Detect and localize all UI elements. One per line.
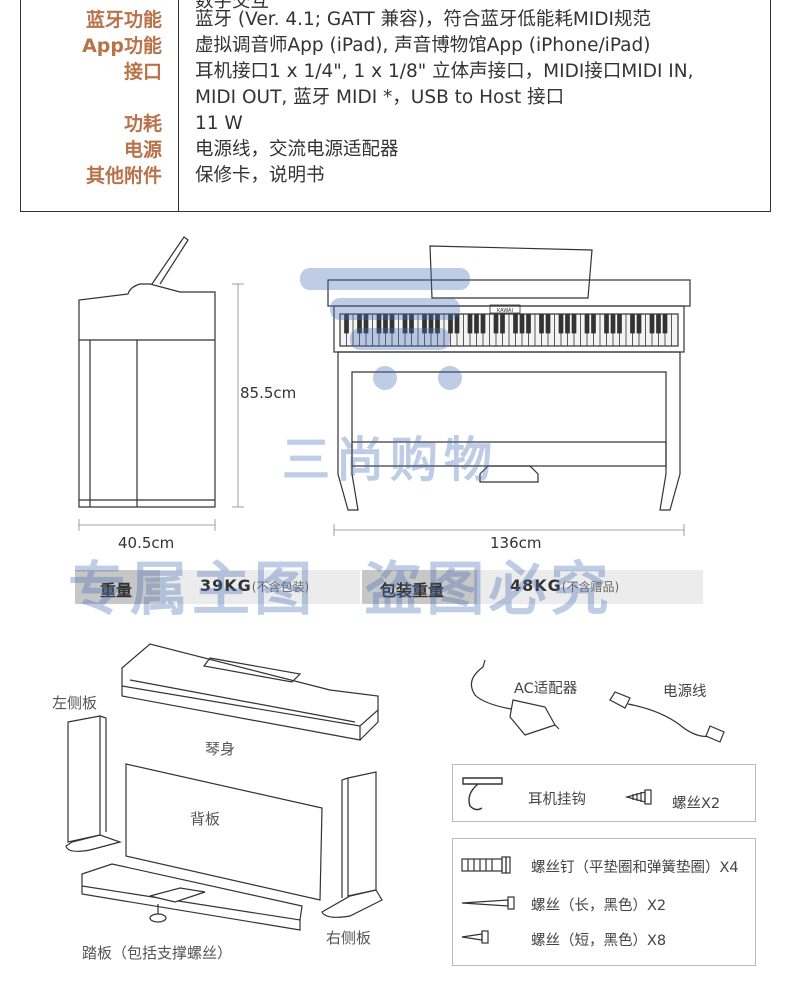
part-pedal: 踏板（包括支撑螺丝） xyxy=(82,944,233,962)
spec-value: 虚拟调音师App (iPad), 声音博物馆App (iPhone/iPad) xyxy=(195,35,651,56)
net-weight-label: 重量 xyxy=(100,581,133,600)
black-key xyxy=(493,313,499,334)
spec-key: 其他附件 xyxy=(85,165,162,187)
weight-bar: 重量 39KG(不含包装) 包装重量 48KG(不含赠品) xyxy=(75,570,703,604)
net-weight-note: (不含包装) xyxy=(251,580,310,594)
black-key xyxy=(474,313,479,334)
piano-parts-illustration xyxy=(65,643,383,931)
black-key xyxy=(513,313,518,334)
part-back-panel: 背板 xyxy=(190,810,221,828)
headphone-hook-label: 耳机挂钩 xyxy=(528,792,586,808)
black-key xyxy=(558,313,564,334)
black-key xyxy=(539,313,544,334)
spec-value: 保修卡，说明书 xyxy=(195,165,325,186)
black-key xyxy=(545,313,551,334)
spec-value: 11 W xyxy=(195,113,243,134)
watermark-text: 专属主图 盗图必究 xyxy=(68,555,613,623)
black-key xyxy=(409,313,414,334)
black-key xyxy=(357,313,362,334)
headphone-hook-icon xyxy=(462,777,503,811)
gross-weight-note: (不含赠品) xyxy=(561,580,620,594)
screws-box xyxy=(452,838,756,966)
piano-side-view xyxy=(78,236,244,531)
black-key xyxy=(649,313,655,334)
ac-adapter-icon xyxy=(470,659,560,736)
black-key xyxy=(630,313,635,334)
black-key xyxy=(526,313,531,334)
net-weight-value: 39KG(不含包装) xyxy=(200,576,309,595)
black-key xyxy=(636,313,642,334)
black-key xyxy=(584,313,590,334)
black-key xyxy=(662,313,668,334)
black-key xyxy=(610,313,616,334)
ac-adapter-label: AC适配器 xyxy=(514,681,578,697)
watermark-logo xyxy=(300,268,470,390)
screw-short-icon xyxy=(461,930,489,944)
weight-value-bg xyxy=(160,570,360,604)
headphone-hook-box xyxy=(452,764,756,822)
power-cord-label: 电源线 xyxy=(663,684,707,700)
spec-key: 蓝牙功能 xyxy=(85,9,162,31)
black-key xyxy=(363,313,369,334)
brand-plate: KAWAI xyxy=(497,308,513,314)
black-key xyxy=(383,313,388,334)
height-dimension: 85.5cm xyxy=(240,384,297,402)
power-cord-icon xyxy=(609,691,725,743)
spec-table: 数字交互 蓝牙功能 蓝牙 (Ver. 4.1; GATT 兼容)，符合蓝牙低能耗… xyxy=(20,0,771,212)
black-key xyxy=(467,313,473,334)
spec-value: 耳机接口1 x 1/4", 1 x 1/8" 立体声接口，MIDI接口MIDI … xyxy=(195,61,694,82)
hook-screw-icon xyxy=(625,789,652,805)
spec-value: MIDI OUT, 蓝牙 MIDI *，USB to Host 接口 xyxy=(195,87,565,108)
screw-washer-icon xyxy=(461,856,511,874)
watermark-brand: 三尚购物 xyxy=(282,432,499,488)
black-key xyxy=(428,313,434,334)
hook-screw-label: 螺丝X2 xyxy=(672,796,721,812)
part-left-panel: 左侧板 xyxy=(52,694,98,712)
black-key xyxy=(402,313,408,334)
spec-key: App功能 xyxy=(82,35,162,57)
gross-weight-value: 48KG(不含赠品) xyxy=(510,576,619,595)
gross-weight-number: 48KG xyxy=(510,576,562,595)
black-key xyxy=(376,313,382,334)
black-key xyxy=(591,313,596,334)
part-body: 琴身 xyxy=(205,740,236,758)
black-key xyxy=(571,313,577,334)
screw-short-label: 螺丝（短，黑色）X8 xyxy=(531,933,667,949)
black-key xyxy=(389,313,395,334)
black-key xyxy=(454,313,460,334)
spec-key: 接口 xyxy=(123,61,162,83)
black-key xyxy=(565,313,570,334)
black-key xyxy=(656,313,661,334)
gross-weight-label: 包装重量 xyxy=(380,581,445,600)
black-key xyxy=(422,313,427,334)
gross-label-bg xyxy=(362,570,477,604)
depth-dimension: 40.5cm xyxy=(118,534,175,552)
screw-long-icon xyxy=(461,896,515,910)
black-key xyxy=(344,313,349,334)
spec-value: 电源线，交流电源适配器 xyxy=(195,139,399,160)
weight-label-bg xyxy=(75,570,160,604)
black-key xyxy=(448,313,453,334)
net-weight-number: 39KG xyxy=(200,576,252,595)
black-key xyxy=(519,313,525,334)
screw-washer-label: 螺丝钉（平垫圈和弹簧垫圈）X4 xyxy=(531,860,739,876)
screw-long-label: 螺丝（长，黑色）X2 xyxy=(531,898,667,914)
black-key xyxy=(480,313,486,334)
black-key xyxy=(617,313,622,334)
gross-value-bg xyxy=(477,570,703,604)
black-key xyxy=(435,313,440,334)
piano-front-view: KAWAI xyxy=(327,245,691,536)
black-key xyxy=(500,313,505,334)
spec-key: 功耗 xyxy=(123,113,162,135)
spec-table-divider xyxy=(178,0,179,211)
spec-value: 蓝牙 (Ver. 4.1; GATT 兼容)，符合蓝牙低能耗MIDI规范 xyxy=(195,9,651,30)
black-key xyxy=(604,313,609,334)
spec-value: 数字交互 xyxy=(195,0,270,12)
spec-key: 电源 xyxy=(123,139,162,161)
width-dimension: 136cm xyxy=(490,534,542,552)
part-right-panel: 右侧板 xyxy=(326,929,372,947)
